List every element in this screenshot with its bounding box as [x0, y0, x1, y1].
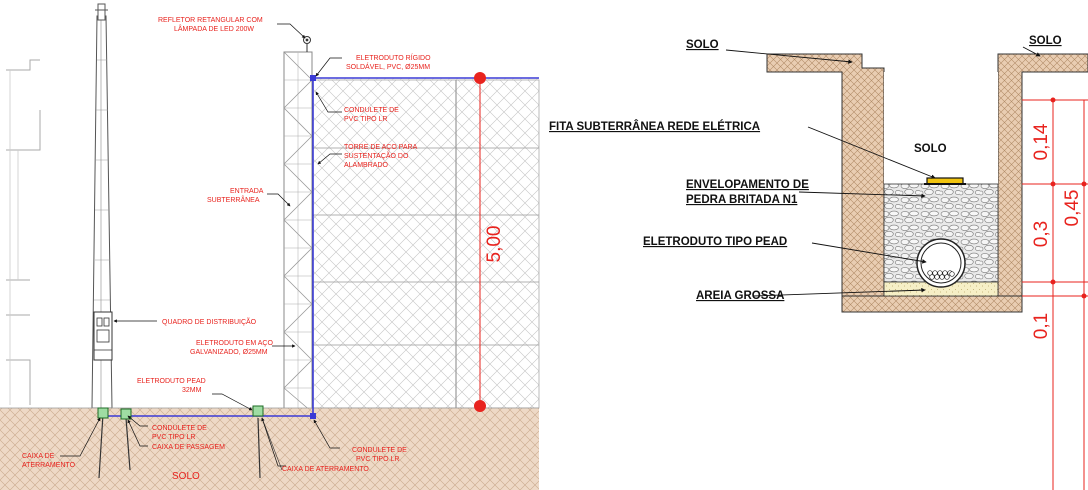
condulet-icon [310, 413, 316, 419]
label-condulete-bot-line2: PVC TIPO LR [356, 456, 399, 463]
height-dimension: 5,00 [474, 72, 505, 412]
trench-soil-bottom [841, 295, 1023, 313]
label-caixa-aterr-left-line2: ATERRAMENTO [22, 462, 76, 469]
ground-rods [98, 413, 283, 479]
label-condulete-mid-line2: PVC TIPO LR [152, 434, 195, 441]
label-condulete-mid-line1: CONDULETE DE [152, 425, 207, 432]
label-condulete-bot-line1: CONDULETE DE [352, 447, 407, 454]
trench-soil-right-wall [997, 53, 1088, 311]
floodlight-icon [303, 36, 311, 52]
label-solo-left: SOLO [686, 39, 719, 51]
dim-label-045: 0,45 [1062, 190, 1083, 227]
label-solo-center: SOLO [914, 143, 947, 155]
label-eletroduto-aco-line1: ELETRODUTO EM AÇO [196, 340, 273, 347]
building-outline [6, 59, 41, 405]
dim-label-01: 0,1 [1031, 313, 1052, 339]
label-eletroduto-pead: ELETRODUTO TIPO PEAD [643, 236, 787, 248]
height-dimension-label: 5,00 [484, 226, 505, 263]
label-pead-line2: 32MM [182, 387, 202, 394]
label-caixa-aterr-mid: CAIXA DE ATERRAMENTO [282, 466, 369, 473]
dim-label-03: 0,3 [1031, 221, 1052, 247]
leader-lines [60, 23, 342, 467]
conduit-lines [103, 77, 539, 417]
steel-tower [283, 51, 313, 413]
label-refletor-line1: REFLETOR RETANGULAR COM [158, 17, 263, 24]
left-labels: REFLETOR RETANGULAR COM LÂMPADA DE LED 2… [22, 17, 431, 482]
label-eletroduto-rigido-line1: ELETRODUTO RÍGIDO [356, 53, 431, 62]
dim-label-014: 0,14 [1031, 123, 1052, 160]
light-pole [91, 3, 113, 409]
left-elevation-drawing: 5,00 REFLETOR RETANGULAR COM LÂMPADA DE … [0, 3, 540, 490]
label-eletroduto-rigido-line2: SOLDÁVEL, PVC, Ø25MM [346, 62, 430, 71]
pass-box-icon [120, 408, 132, 420]
label-envelopamento-line2: PEDRA BRITADA N1 [686, 194, 798, 206]
label-condulete-top-line2: PVC TIPO LR [344, 116, 387, 123]
distribution-panel [93, 311, 113, 361]
label-condulete-top-line1: CONDULETE DE [344, 107, 399, 114]
label-eletroduto-aco-line2: GALVANIZADO, Ø25MM [190, 349, 268, 356]
label-refletor-line2: LÂMPADA DE LED 200W [174, 24, 254, 33]
right-labels: SOLO SOLO SOLO FITA SUBTERRÂNEA REDE ELÉ… [549, 35, 1062, 302]
label-caixa-passagem: CAIXA DE PASSAGEM [152, 444, 225, 451]
label-solo-left-drawing: SOLO [172, 471, 200, 482]
junction-boxes [97, 75, 316, 420]
label-entrada-line1: ENTRADA [230, 188, 264, 195]
fence-mesh [312, 79, 540, 430]
condulet-icon [310, 75, 316, 81]
right-leader-lines [725, 46, 1041, 297]
grounding-box-icon [252, 405, 264, 417]
label-areia: AREIA GROSSA [696, 290, 784, 302]
grounding-box-icon [97, 407, 109, 419]
label-pead-line1: ELETRODUTO PEAD [137, 378, 206, 385]
label-entrada-line2: SUBTERRÂNEA [207, 195, 260, 204]
label-quadro: QUADRO DE DISTRIBUIÇÃO [162, 317, 257, 326]
label-solo-right: SOLO [1029, 35, 1062, 47]
label-torre-line3: ALAMBRADO [344, 162, 389, 169]
pead-conduit-icon [916, 238, 966, 288]
right-trench-section: 0,14 0,45 0,3 0,1 SOLO SOLO SOLO FITA SU… [549, 35, 1088, 490]
label-torre-line1: TORRE DE AÇO PARA [344, 144, 418, 151]
label-fita: FITA SUBTERRÂNEA REDE ELÉTRICA [549, 120, 760, 133]
ground-soil [0, 408, 539, 490]
label-torre-line2: SUSTENTAÇÃO DO [344, 151, 409, 160]
label-caixa-aterr-left-line1: CAIXA DE [22, 453, 55, 460]
depth-dimensions [1022, 97, 1088, 490]
label-envelopamento-line1: ENVELOPAMENTO DE [686, 179, 809, 191]
